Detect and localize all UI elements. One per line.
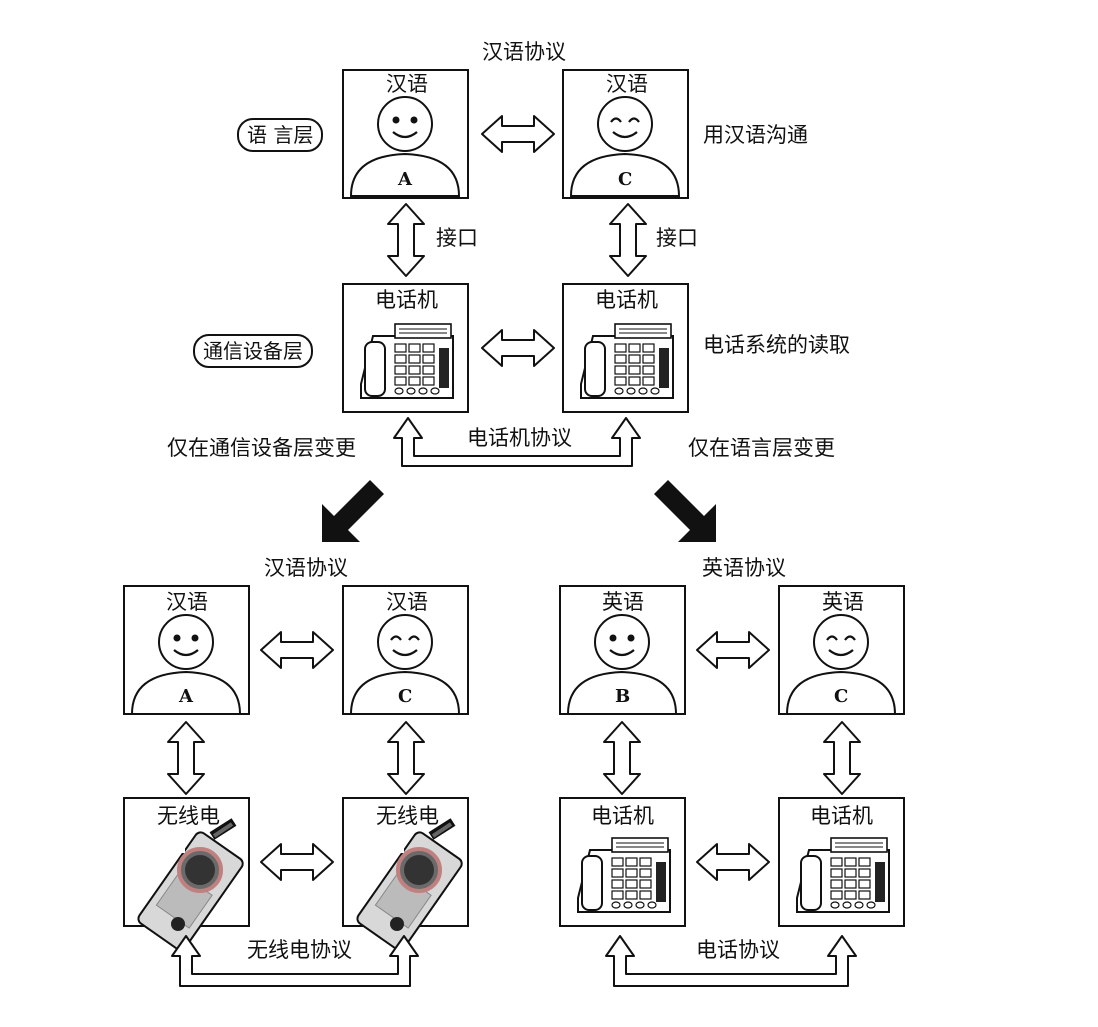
bl-left-interface-arrow: [167, 721, 205, 795]
bl-right-interface-arrow: [387, 721, 425, 795]
bl-radio-right-title: 无线电: [376, 804, 439, 828]
br-phone-protocol-connector: [605, 935, 857, 987]
desk-phone-icon: [580, 323, 674, 399]
right-note-device: 电话系统的读取: [703, 333, 850, 357]
bl-radio-protocol-label: 无线电协议: [247, 938, 352, 962]
person-a-letter: A: [398, 169, 412, 190]
bl-person-c-letter: C: [398, 686, 413, 707]
phone-protocol-label: 电话机协议: [467, 426, 572, 450]
desk-phone-icon: [360, 323, 454, 399]
br-person-b-title: 英语: [602, 590, 644, 614]
br-phone-right-title: 电话机: [810, 804, 873, 828]
person-a-title: 汉语: [386, 72, 428, 96]
phone-right-title: 电话机: [595, 288, 658, 312]
top-right-interface-arrow: [609, 203, 647, 277]
desk-phone-icon: [577, 837, 671, 913]
br-person-c-title: 英语: [822, 590, 864, 614]
interface-label-left: 接口: [436, 226, 478, 250]
bl-person-a-letter: A: [179, 686, 193, 707]
br-protocol-label: 英语协议: [702, 556, 786, 580]
desk-phone-icon: [796, 837, 890, 913]
bl-person-c-title: 汉语: [386, 590, 428, 614]
person-c-letter: C: [618, 169, 633, 190]
top-phone-arrow: [481, 329, 555, 367]
top-protocol-label: 汉语协议: [482, 40, 566, 64]
phone-left-title: 电话机: [375, 288, 438, 312]
top-left-interface-arrow: [387, 203, 425, 277]
br-person-c-letter: C: [834, 686, 849, 707]
br-left-interface-arrow: [603, 721, 641, 795]
bl-language-arrow: [260, 631, 334, 669]
big-arrow-right: [654, 480, 716, 542]
bl-protocol-label: 汉语协议: [264, 556, 348, 580]
br-language-arrow: [696, 631, 770, 669]
layer-label-device: 通信设备层: [193, 334, 313, 368]
br-phone-arrow: [696, 843, 770, 881]
interface-label-right: 接口: [656, 226, 698, 250]
br-phone-left-title: 电话机: [591, 804, 654, 828]
top-phone-protocol-connector: [393, 417, 641, 467]
right-note-language: 用汉语沟通: [703, 123, 808, 147]
change-left-label: 仅在通信设备层变更: [167, 436, 356, 460]
bl-radio-arrow: [260, 843, 334, 881]
big-arrow-left: [322, 480, 384, 542]
change-right-label: 仅在语言层变更: [688, 436, 835, 460]
bl-radio-left-title: 无线电: [157, 804, 220, 828]
bl-person-a-title: 汉语: [166, 590, 208, 614]
person-c-title: 汉语: [606, 72, 648, 96]
br-right-interface-arrow: [823, 721, 861, 795]
layer-label-language: 语 言层: [237, 118, 324, 152]
br-phone-protocol-label: 电话协议: [696, 938, 780, 962]
br-person-b-letter: B: [615, 686, 631, 707]
top-language-protocol-arrow: [481, 115, 555, 153]
bl-radio-protocol-connector: [171, 935, 419, 987]
